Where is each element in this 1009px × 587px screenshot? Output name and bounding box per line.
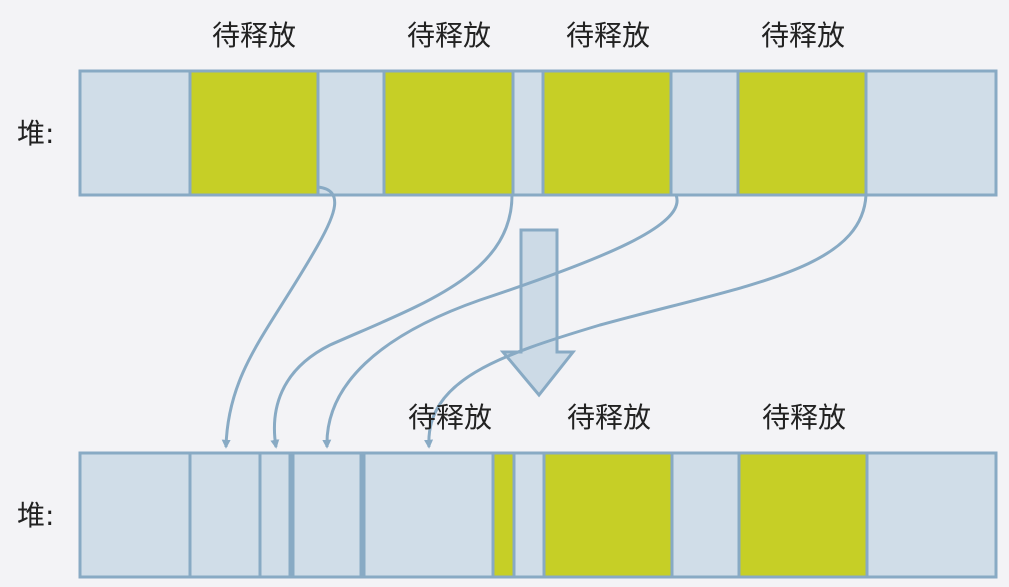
bottom-block-1: [78, 451, 192, 579]
compaction-down-arrow-icon: [499, 228, 577, 398]
bottom-block-11: [865, 451, 998, 579]
move-arrows: [221, 185, 868, 449]
bottom-block-9: [670, 451, 741, 579]
bottom-pending-label-1: 待释放: [408, 401, 492, 434]
bottom-pending-label-2: 待释放: [567, 401, 651, 434]
top-block-8: [736, 69, 868, 197]
top-block-4: [382, 69, 515, 197]
top-block-6: [541, 69, 673, 197]
top-block-3: [316, 69, 386, 197]
top-heap-label: 堆:: [17, 117, 54, 150]
top-heap: 堆: 待释放 待释放 待释放 待释放: [17, 19, 998, 197]
top-pending-label-3: 待释放: [566, 19, 650, 52]
bottom-heap-blocks: [78, 451, 998, 579]
bottom-block-8: [542, 451, 674, 579]
bottom-block-5: [362, 451, 495, 579]
bottom-block-10: [737, 451, 869, 579]
top-pending-label-1: 待释放: [212, 19, 296, 52]
bottom-block-3: [258, 451, 292, 579]
move-arrow-1: [221, 185, 337, 449]
top-block-2: [188, 69, 320, 197]
top-block-1: [78, 69, 192, 197]
bottom-block-4: [291, 451, 363, 579]
bottom-heap: 堆: 待释放 待释放 待释放: [17, 401, 998, 579]
top-heap-blocks: [78, 69, 998, 197]
top-pending-label-2: 待释放: [407, 19, 491, 52]
bottom-block-6: [491, 451, 516, 579]
top-block-7: [669, 69, 740, 197]
move-arrow-2: [270, 194, 514, 449]
move-arrow-4: [424, 194, 868, 449]
top-pending-label-4: 待释放: [761, 19, 845, 52]
bottom-block-2: [188, 451, 262, 579]
top-block-9: [864, 69, 998, 197]
bottom-pending-label-3: 待释放: [762, 401, 846, 434]
top-block-5: [511, 69, 545, 197]
bottom-heap-label: 堆:: [17, 499, 54, 532]
bottom-block-7: [512, 451, 546, 579]
move-arrow-3: [322, 194, 679, 449]
